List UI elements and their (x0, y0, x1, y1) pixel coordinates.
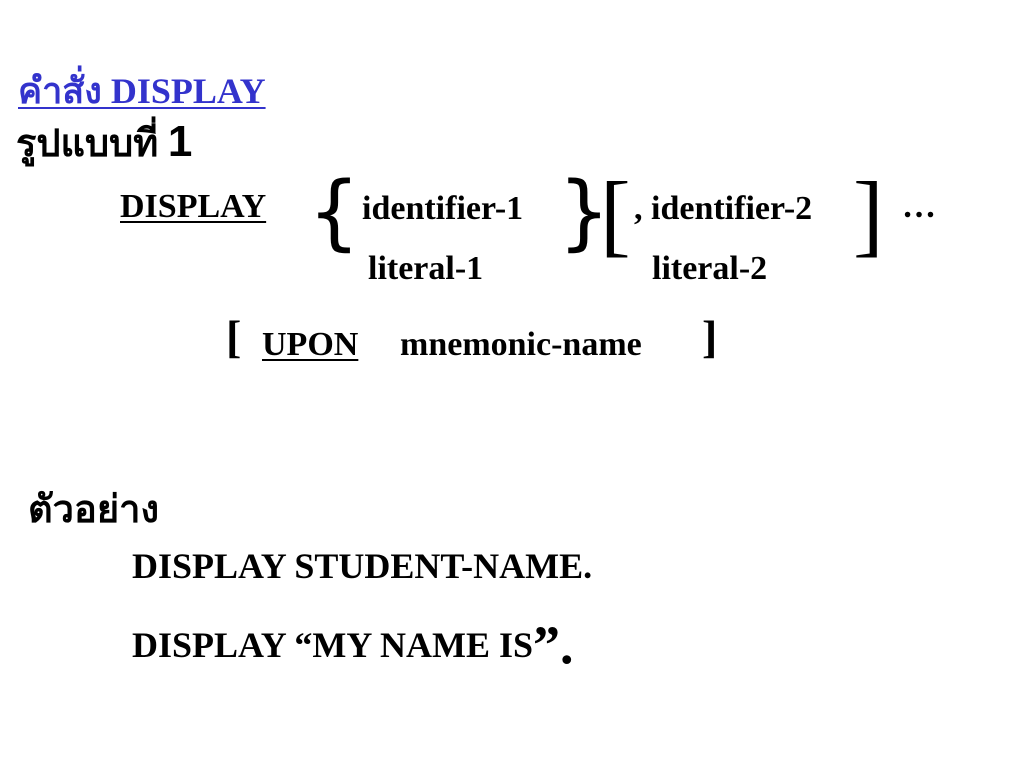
example-line-1: DISPLAY STUDENT-NAME. (132, 546, 593, 586)
format-number: 1 (167, 117, 193, 166)
page-title: คำสั่ง DISPLAY (18, 71, 266, 111)
format-heading: รูปแบบที่ 1 (16, 112, 192, 173)
upon-bracket-close: ] (702, 311, 718, 362)
example-line-2-text: DISPLAY “MY NAME IS (132, 625, 534, 665)
example-title: ตัวอย่าง (28, 489, 159, 531)
syntax-literal-1: literal-1 (368, 250, 484, 287)
bracket-close: ] (853, 163, 884, 265)
example-line-2: DISPLAY “MY NAME IS”. (132, 608, 574, 675)
brace-open: { (308, 165, 361, 260)
syntax-keyword-display: DISPLAY (120, 188, 267, 225)
upon-bracket-open: [ (226, 311, 242, 362)
syntax-keyword-upon: UPON (262, 326, 359, 363)
syntax-ellipsis: … (902, 188, 936, 225)
syntax-identifier-2: , identifier-2 (634, 190, 813, 227)
bracket-open: [ (600, 163, 631, 265)
format-label: รูปแบบที่ (16, 123, 159, 165)
syntax-identifier-1: identifier-1 (362, 190, 524, 227)
example-line-2-closing-quote: ”. (533, 615, 574, 675)
brace-close: } (558, 165, 611, 260)
syntax-mnemonic-name: mnemonic-name (400, 326, 642, 363)
syntax-literal-2: literal-2 (652, 250, 768, 287)
